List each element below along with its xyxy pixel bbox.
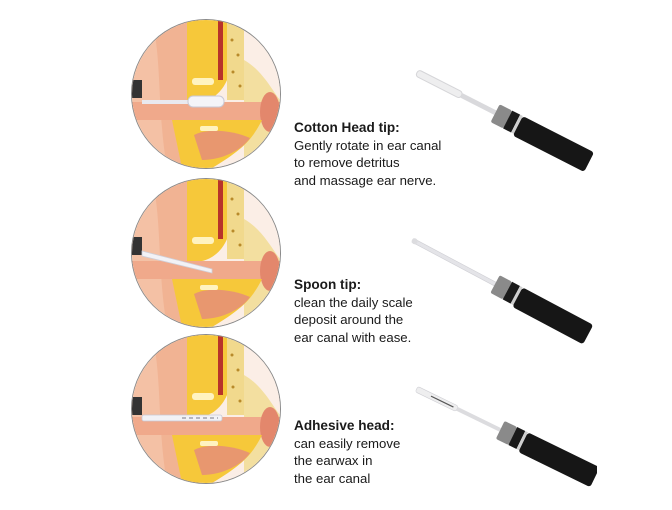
otoscope-spoon-tip <box>398 230 595 348</box>
ear-illustration-adhesive <box>131 334 281 484</box>
spoon-tip-tool-icon <box>411 238 593 344</box>
adhesive-tip-tool-icon <box>415 386 597 487</box>
tip-description-line: ear canal with ease. <box>294 329 412 345</box>
description-spoon: Spoon tip: clean the daily scale deposit… <box>294 276 413 346</box>
tip-description-line: can easily remove <box>294 435 401 451</box>
tip-description-line: Gently rotate in ear canal <box>294 137 442 153</box>
tip-description-line: clean the daily scale <box>294 294 413 310</box>
tip-title: Cotton Head tip: <box>294 120 400 135</box>
tip-description-line: the ear canal <box>294 470 371 486</box>
ear-illustration-spoon <box>131 178 281 328</box>
description-cotton-head: Cotton Head tip: Gently rotate in ear ca… <box>294 119 441 189</box>
tip-description-line: the earwax in <box>294 453 373 468</box>
ear-cross-section-icon <box>132 179 280 327</box>
tip-description-line: deposit around the <box>294 312 404 327</box>
tip-title: Spoon tip: <box>294 277 362 292</box>
cotton-tip-tool-icon <box>415 70 594 171</box>
ear-illustration-cotton <box>131 19 281 169</box>
otoscope-adhesive-tip <box>402 376 597 491</box>
tip-description-line: and massage ear nerve. <box>294 172 437 188</box>
otoscope-cotton-tip <box>400 62 595 177</box>
tip-title: Adhesive head: <box>294 418 395 433</box>
description-adhesive-head: Adhesive head: can easily remove the ear… <box>294 417 400 487</box>
ear-cross-section-icon <box>132 335 280 483</box>
ear-cross-section-icon <box>132 20 280 168</box>
tip-description-line: to remove detritus <box>294 155 400 170</box>
